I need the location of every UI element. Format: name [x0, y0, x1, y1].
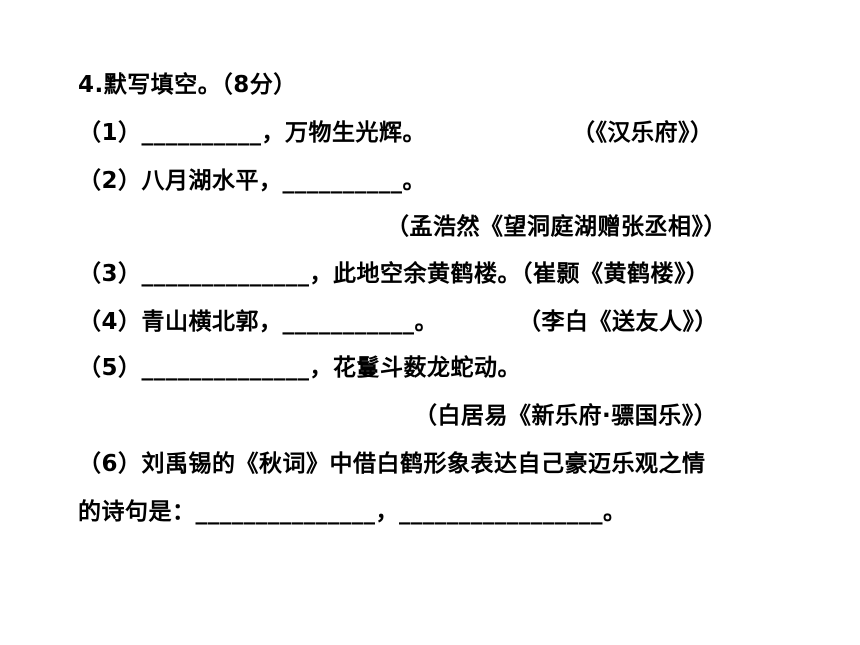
item-6-text-line1: （6）刘禹锡的《秋词》中借白鹤形象表达自己豪迈乐观之情 — [78, 451, 706, 477]
item-1-text: （1）__________，万物生光辉。 — [78, 120, 427, 146]
question-title: 4.默写填空。（8分） — [78, 72, 297, 98]
item-1-source: （《汉乐府》） — [572, 120, 714, 146]
item-5-text: （5）______________，花鬘斗薮龙蛇动。 — [78, 355, 522, 381]
item-3-text: （3）______________，此地空余黄鹤楼。（崔颢《黄鹤楼》） — [78, 261, 710, 287]
item-6-text-line2: 的诗句是：_______________，_________________。 — [78, 499, 627, 525]
item-5-source: （白居易《新乐府·骠国乐》） — [414, 403, 718, 429]
item-4-source: （李白《送友人》） — [518, 309, 718, 335]
item-4-text: （4）青山横北郭，___________。 — [78, 309, 439, 335]
item-2-source: （孟浩然《望洞庭湖赠张丞相》） — [386, 214, 727, 240]
item-2-text: （2）八月湖水平，__________。 — [78, 168, 427, 194]
